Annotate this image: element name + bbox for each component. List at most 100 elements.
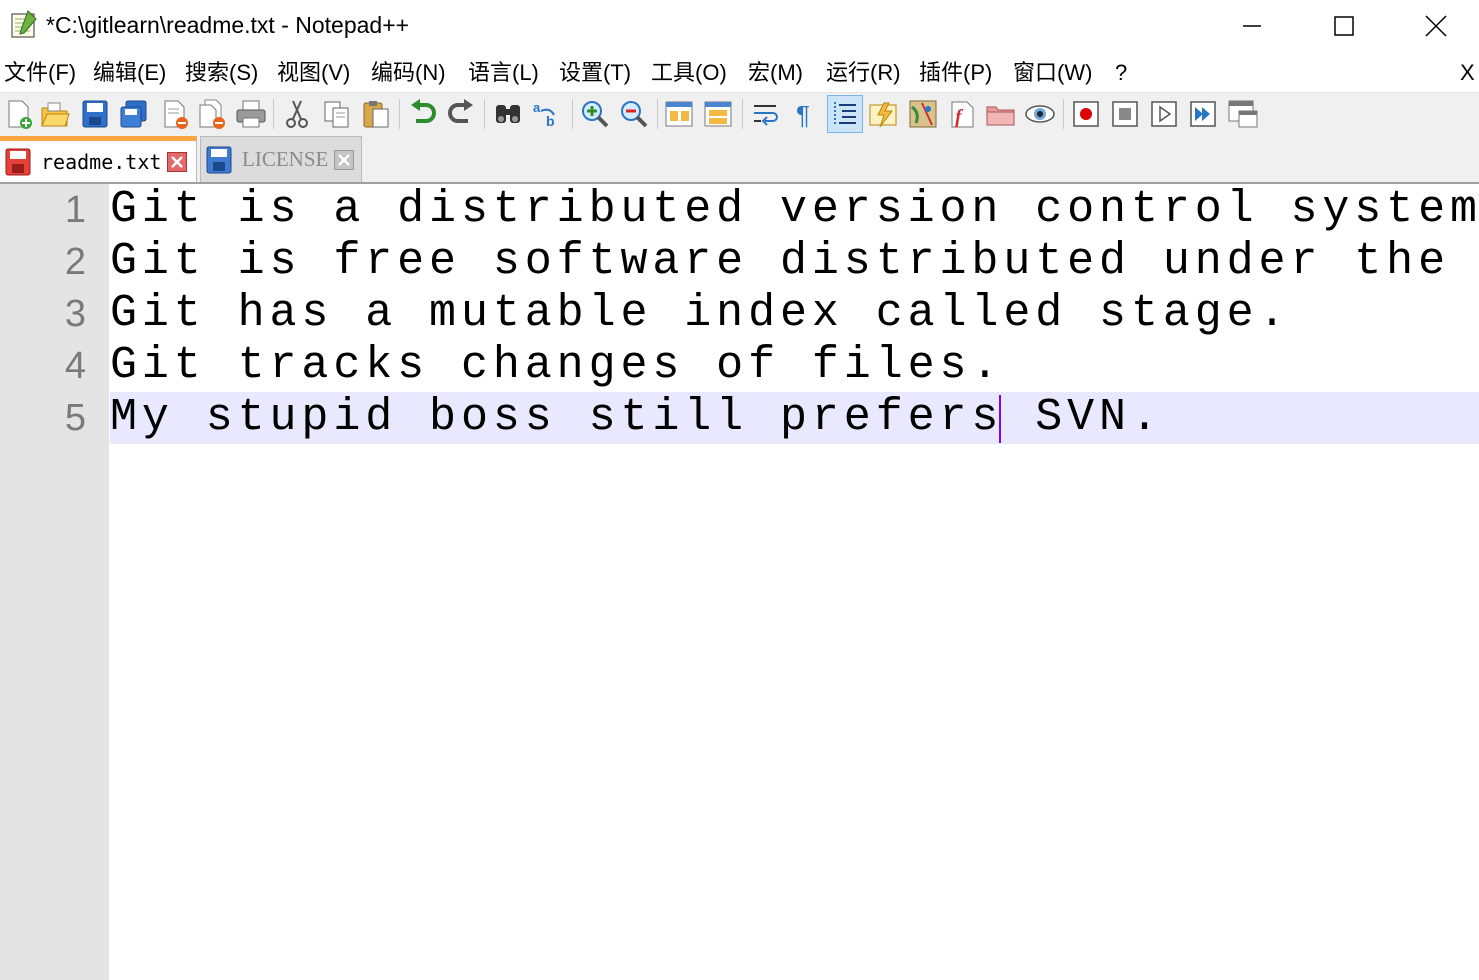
open-file-button[interactable]: [38, 96, 72, 132]
menu-macro[interactable]: 宏(M): [748, 60, 803, 85]
paste-button[interactable]: [359, 96, 393, 132]
save-all-button[interactable]: [117, 96, 151, 132]
close-file-button[interactable]: [158, 96, 192, 132]
menu-search[interactable]: 搜索(S): [185, 60, 259, 85]
text-editor[interactable]: 1 2 3 4 5 Git is a distributed version c…: [0, 184, 1479, 980]
close-window-button[interactable]: [1390, 0, 1479, 52]
text-caret: [999, 395, 1001, 443]
toolbar-separator: [273, 99, 274, 129]
editor-line[interactable]: Git is free software distributed under t…: [110, 236, 1479, 287]
sync-vertical-icon: [665, 101, 693, 127]
toolbar: a b: [0, 92, 1479, 135]
svg-text:a: a: [533, 100, 541, 115]
record-macro-icon: [1073, 101, 1099, 127]
tab-license[interactable]: LICENSE: [200, 136, 362, 182]
close-all-button[interactable]: [196, 96, 230, 132]
menu-file[interactable]: 文件(F): [4, 60, 77, 85]
zoom-in-button[interactable]: [578, 96, 612, 132]
minimize-button[interactable]: [1206, 0, 1298, 52]
svg-text:¶: ¶: [796, 100, 810, 129]
function-list-button[interactable]: f: [945, 96, 979, 132]
folder-as-workspace-button[interactable]: [984, 96, 1018, 132]
line-number: 5: [64, 397, 86, 439]
sync-horizontal-scrolling-button[interactable]: [702, 96, 736, 132]
tab-close-button[interactable]: [167, 151, 188, 172]
stop-recording-icon: [1112, 101, 1138, 127]
close-icon: [167, 151, 188, 172]
menu-run[interactable]: 运行(R): [826, 60, 901, 85]
indent-guide-button[interactable]: [827, 95, 863, 133]
save-icon: [82, 100, 108, 128]
toolbar-separator: [657, 99, 658, 129]
line-number-gutter: 1 2 3 4 5: [0, 184, 109, 980]
svg-text:b: b: [546, 113, 555, 129]
menu-plugins[interactable]: 插件(P): [919, 60, 993, 85]
playback-macro-icon: [1151, 101, 1177, 127]
new-file-button[interactable]: [2, 96, 36, 132]
run-macro-multiple-times-button[interactable]: [1186, 96, 1220, 132]
menu-tools[interactable]: 工具(O): [651, 60, 727, 85]
find-button[interactable]: [491, 96, 525, 132]
copy-button[interactable]: [320, 96, 354, 132]
editor-line[interactable]: Git has a mutable index called stage.: [110, 288, 1291, 339]
svg-text:f: f: [955, 106, 964, 128]
close-all-icon: [199, 99, 225, 129]
maximize-icon: [1334, 16, 1354, 36]
close-file-icon: [164, 100, 188, 129]
notepad-plus-plus-logo-icon: [11, 10, 37, 38]
playback-macro-button[interactable]: [1147, 96, 1181, 132]
show-all-characters-icon: ¶: [796, 100, 810, 129]
replace-button[interactable]: a b: [531, 96, 565, 132]
menu-edit[interactable]: 编辑(E): [93, 60, 167, 85]
maximize-button[interactable]: [1298, 0, 1390, 52]
cut-button[interactable]: [280, 96, 314, 132]
open-file-icon: [41, 102, 70, 127]
print-icon: [236, 100, 266, 128]
document-map-icon: [909, 100, 937, 128]
print-button[interactable]: [234, 96, 268, 132]
close-icon: [1425, 15, 1447, 37]
run-macro-multiple-icon: [1190, 101, 1216, 127]
record-macro-button[interactable]: [1069, 96, 1103, 132]
document-map-button[interactable]: [906, 96, 940, 132]
tab-close-button[interactable]: [334, 149, 355, 170]
menu-window[interactable]: 窗口(W): [1013, 60, 1093, 85]
sync-vertical-scrolling-button[interactable]: [663, 96, 697, 132]
save-macro-button[interactable]: [1226, 96, 1260, 132]
menu-language[interactable]: 语言(L): [468, 60, 539, 85]
unsaved-file-icon: [5, 148, 31, 175]
menu-bar: 文件(F) 编辑(E) 搜索(S) 视图(V) 编码(N) 语言(L) 设置(T…: [0, 56, 1479, 90]
close-document-button[interactable]: X: [1460, 60, 1475, 85]
title-bar: *C:\gitlearn\readme.txt - Notepad++: [0, 0, 1479, 52]
save-macro-icon: [1228, 100, 1258, 128]
word-wrap-button[interactable]: [749, 96, 783, 132]
zoom-out-icon: [621, 101, 648, 128]
indent-guide-icon: [834, 102, 856, 126]
saved-file-icon: [206, 146, 232, 173]
toolbar-separator: [742, 99, 743, 129]
editor-line[interactable]: Git is a distributed version control sys…: [110, 184, 1479, 235]
cut-icon: [286, 100, 308, 128]
menu-view[interactable]: 视图(V): [277, 60, 351, 85]
editor-line-current[interactable]: My stupid boss still prefers SVN.: [110, 392, 1479, 444]
paste-icon: [363, 101, 389, 128]
word-wrap-icon: [754, 105, 778, 126]
stop-recording-button[interactable]: [1108, 96, 1142, 132]
menu-settings[interactable]: 设置(T): [559, 60, 632, 85]
folder-as-workspace-icon: [986, 106, 1015, 126]
redo-button[interactable]: [444, 96, 478, 132]
user-defined-language-button[interactable]: [867, 96, 901, 132]
undo-button[interactable]: [406, 96, 440, 132]
editor-line[interactable]: Git tracks changes of files.: [110, 340, 1004, 391]
zoom-out-button[interactable]: [617, 96, 651, 132]
menu-encoding[interactable]: 编码(N): [371, 60, 446, 85]
function-list-icon: f: [951, 101, 974, 128]
zoom-in-icon: [582, 101, 609, 128]
menu-help[interactable]: ?: [1115, 60, 1128, 85]
save-button[interactable]: [78, 96, 112, 132]
show-all-characters-button[interactable]: ¶: [787, 96, 821, 132]
tab-readme[interactable]: readme.txt: [0, 136, 197, 182]
monitoring-icon: [1025, 105, 1055, 123]
new-file-icon: [8, 100, 32, 129]
monitoring-button[interactable]: [1023, 96, 1057, 132]
